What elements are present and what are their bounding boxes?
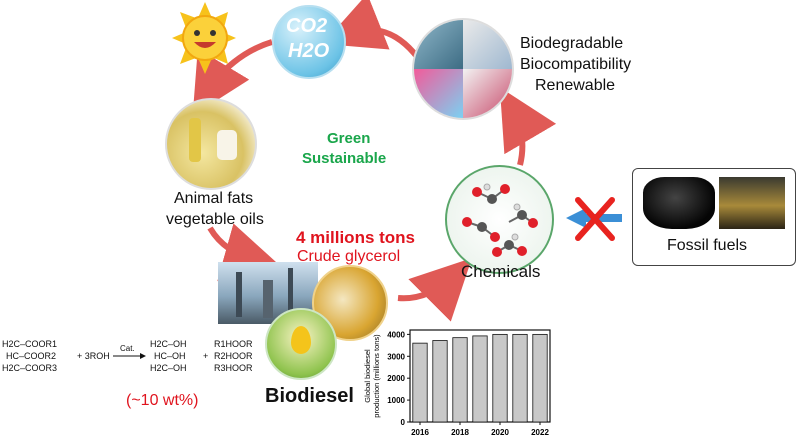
glycerol-amount: 4 millions tons bbox=[296, 228, 416, 247]
ester-1: R1HOOR bbox=[214, 339, 253, 349]
reactant-1: H2C–COOR1 bbox=[2, 339, 58, 349]
reaction-plus: + bbox=[203, 351, 209, 361]
chemicals-molecules bbox=[445, 165, 554, 274]
oil-pump-photo bbox=[719, 177, 785, 229]
biodiesel-drop-photo bbox=[265, 308, 337, 380]
oil-barrel-photo bbox=[643, 177, 715, 229]
arrow-products-to-co2 bbox=[322, 0, 421, 60]
h2o-label: H2O bbox=[288, 40, 330, 62]
bar-2020 bbox=[492, 333, 508, 423]
product-3: H2C–OH bbox=[150, 363, 187, 373]
arrow-glycerol-to-chemicals bbox=[397, 258, 472, 322]
ester-3: R3HOOR bbox=[214, 363, 253, 373]
fossil-label: Fossil fuels bbox=[667, 237, 748, 254]
product-1: H2C–OH bbox=[150, 339, 187, 349]
xtick-label-2020: 2020 bbox=[491, 428, 509, 437]
ester-2: R2HOOR bbox=[214, 351, 253, 361]
reactant-3: H2C–COOR3 bbox=[2, 363, 58, 373]
reaction-plus-rOH: + 3ROH bbox=[77, 351, 110, 361]
biodiesel-production-chart: 0 1000 2000 3000 4000 2016 2018 2020 2022 Global … bbox=[358, 318, 558, 439]
oils-photo bbox=[165, 98, 257, 190]
bar-2021 bbox=[512, 333, 528, 423]
biodiesel-label: Biodiesel bbox=[265, 385, 354, 407]
co2-label: CO2 bbox=[286, 15, 328, 37]
chart-svg: 0 1000 2000 3000 4000 2016 2018 2020 2022 Global … bbox=[363, 329, 551, 437]
yield-note: (~10 wt%) bbox=[126, 392, 199, 409]
bar-2018 bbox=[452, 337, 468, 423]
reactant-2: HC–COOR2 bbox=[6, 351, 57, 361]
crude-glycerol-label: Crude glycerol bbox=[297, 248, 401, 265]
property-biodegradable: Biodegradable bbox=[520, 35, 624, 52]
ytick-label-2000: 2000 bbox=[387, 374, 405, 383]
center-green: Green bbox=[327, 130, 371, 147]
cross-icon bbox=[575, 197, 615, 241]
bar-2019 bbox=[472, 335, 488, 423]
arrow-co2-to-plants bbox=[192, 39, 273, 116]
y-axis-label-line: Global biodiesel bbox=[363, 349, 372, 403]
product-2: HC–OH bbox=[154, 351, 186, 361]
fossil-fuels-box: Fossil fuels bbox=[632, 168, 796, 266]
fats-label-line2: vegetable oils bbox=[166, 211, 264, 228]
co2-h2o-bubble: CO2 H2O bbox=[272, 5, 346, 79]
bar-2017 bbox=[432, 340, 448, 423]
arrow-fats-to-biodiesel bbox=[207, 223, 284, 282]
esters-block: R1HOOR R2HOOR R3HOOR bbox=[214, 338, 253, 374]
products-photo bbox=[412, 18, 514, 120]
xtick-label-2016: 2016 bbox=[411, 428, 429, 437]
property-biocompatibility: Biocompatibility bbox=[520, 56, 632, 73]
reactants-block: H2C–COOR1 HC–COOR2 H2C–COOR3 bbox=[2, 338, 57, 374]
bar-2022 bbox=[532, 333, 548, 423]
xtick-label-2018: 2018 bbox=[451, 428, 469, 437]
bar-2016 bbox=[412, 342, 428, 423]
property-renewable: Renewable bbox=[535, 77, 616, 94]
ytick-label-1000: 1000 bbox=[387, 396, 405, 405]
center-sustainable: Sustainable bbox=[302, 150, 387, 167]
products-block: H2C–OH HC–OH H2C–OH bbox=[150, 338, 187, 374]
molecule-icon bbox=[462, 183, 538, 257]
y-axis-label: Global biodieselproduction (millions ton… bbox=[363, 334, 381, 418]
ytick-label-4000: 4000 bbox=[387, 330, 405, 339]
y-axis-label-line: production (millions tons) bbox=[372, 334, 381, 418]
chemicals-label: Chemicals bbox=[461, 262, 541, 281]
ytick-label-0: 0 bbox=[401, 418, 406, 427]
xtick-label-2022: 2022 bbox=[531, 428, 549, 437]
ytick-label-3000: 3000 bbox=[387, 352, 405, 361]
fats-label-line1: Animal fats bbox=[174, 190, 254, 207]
reaction-catalyst: Cat. bbox=[120, 344, 135, 353]
arrow-chemicals-to-products bbox=[499, 87, 557, 166]
